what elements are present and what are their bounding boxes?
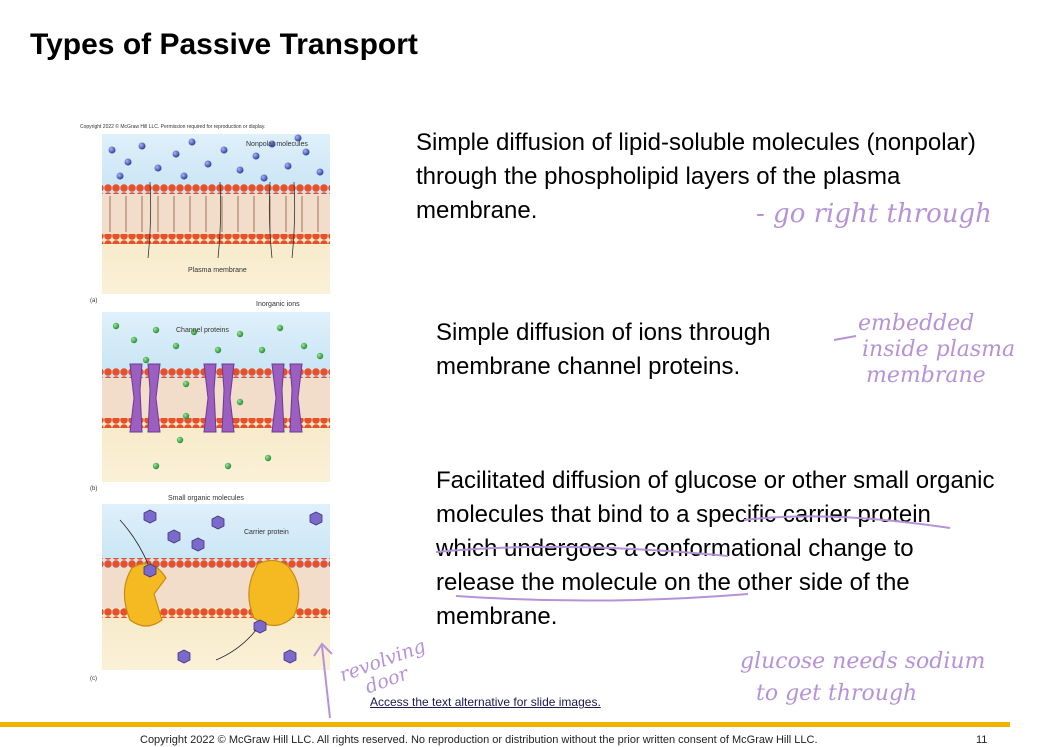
label-carrier-protein: Carrier protein xyxy=(244,529,289,536)
footer-accent-bar xyxy=(0,722,1010,727)
text-alternative-link[interactable]: Access the text alternative for slide im… xyxy=(370,695,601,709)
footer-copyright: Copyright 2022 © McGraw Hill LLC. All ri… xyxy=(140,734,818,746)
slide-title: Types of Passive Transport xyxy=(30,28,418,61)
label-nonpolar: Nonpolar molecules xyxy=(246,141,308,148)
panel-c-label: (c) xyxy=(90,676,97,682)
passive-transport-figure: Copyright 2022 © McGraw Hill LLC. Permis… xyxy=(80,123,330,682)
note-revolving-line1: revolving xyxy=(337,635,429,686)
label-channel-proteins: Channel proteins xyxy=(176,327,229,334)
note-glucose-line2: to get through xyxy=(756,681,917,706)
paragraph-simple-diffusion: Simple diffusion of lipid-soluble molecu… xyxy=(416,129,976,224)
note-embedded-line1: embedded xyxy=(858,311,974,336)
note-embedded-line2: inside plasma xyxy=(862,337,1015,362)
label-plasma-membrane: Plasma membrane xyxy=(188,267,247,274)
label-inorganic-ions: Inorganic ions xyxy=(256,301,300,308)
panel-b: Channel proteins Inorganic ions (b) xyxy=(90,301,330,492)
note-glucose-line1: glucose needs sodium xyxy=(740,649,985,674)
paragraph-channel-diffusion: Simple diffusion of ions through membran… xyxy=(436,319,771,380)
panel-a-label: (a) xyxy=(90,298,97,304)
label-small-organic: Small organic molecules xyxy=(168,495,244,502)
panel-a: Nonpolar molecules Plasma membrane (a) xyxy=(90,134,330,304)
note-embedded-line3: membrane xyxy=(866,363,986,388)
note-revolving-line2: door xyxy=(362,662,413,698)
figure-copyright: Copyright 2022 © McGraw Hill LLC. Permis… xyxy=(80,123,265,130)
page-number: 11 xyxy=(976,734,988,746)
panel-b-label: (b) xyxy=(90,486,97,492)
panel-c: Small organic molecules Carrier protein … xyxy=(90,495,330,682)
paragraph-facilitated-diffusion: Facilitated diffusion of glucose or othe… xyxy=(436,467,995,630)
